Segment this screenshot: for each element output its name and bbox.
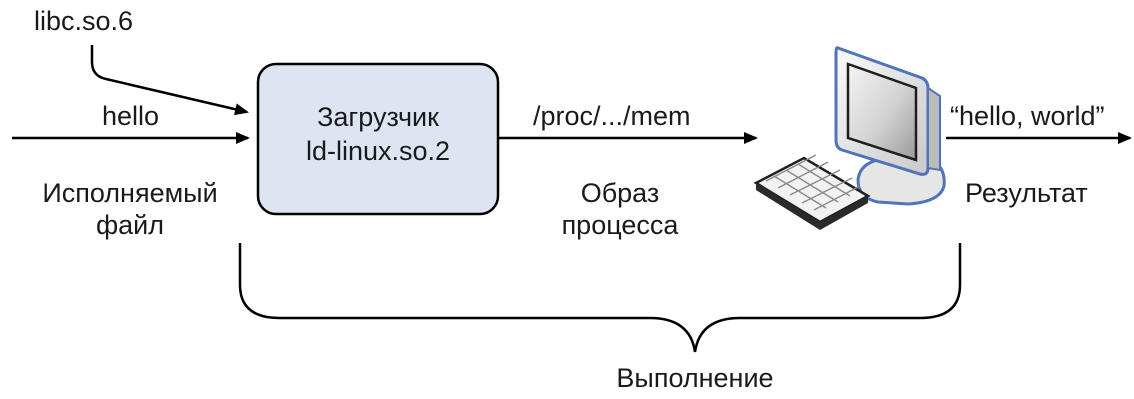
library-label: libc.so.6 [34,6,134,36]
output-value-label: “hello, world” [950,101,1105,131]
execution-label: Выполнение [616,363,774,393]
loader-name: ld-linux.so.2 [305,136,451,166]
output-caption: Результат [965,178,1088,208]
image-path-label: /proc/.../mem [533,101,691,131]
image-caption: Образ процесса [530,177,710,241]
loader-text: Загрузчик ld-linux.so.2 [258,100,498,168]
loader-title: Загрузчик [317,102,439,132]
computer-icon [753,46,946,230]
program-caption-line2: файл [95,210,165,240]
keyboard-icon [753,154,871,230]
execution-brace [238,243,962,353]
program-caption-line1: Исполняемый [42,178,218,208]
image-caption-line2: процесса [561,210,679,240]
image-caption-line1: Образ [580,178,660,208]
program-caption: Исполняемый файл [0,177,260,241]
library-arrow [90,45,249,116]
program-label: hello [102,101,160,131]
